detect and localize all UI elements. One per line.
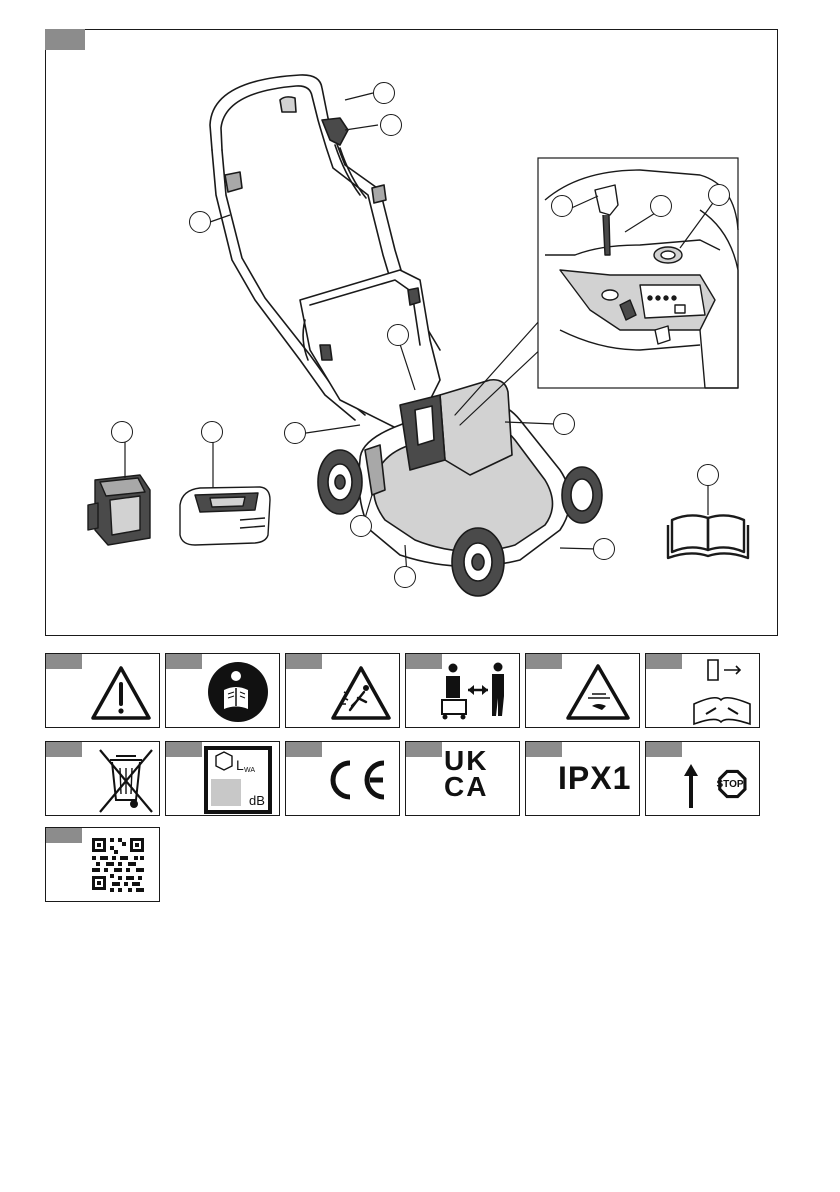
callout-handle	[189, 211, 211, 233]
ipx1-icon: IPX1	[558, 760, 631, 797]
symbol-ce	[285, 741, 400, 816]
callout-battery-pack	[111, 421, 133, 443]
battery-pack-illustration	[88, 475, 150, 545]
callout-safety-key	[551, 195, 573, 217]
symbol-read-manual	[165, 653, 280, 728]
stop-arrow-icon: STOP	[646, 742, 760, 816]
rear-right-wheel	[562, 467, 602, 523]
svg-text:dB: dB	[249, 793, 265, 808]
keep-bystanders-away-icon	[406, 654, 520, 728]
symbol-qr	[45, 827, 160, 902]
callout-battery-socket	[708, 184, 730, 206]
sound-power-icon: L WA dB	[166, 742, 280, 816]
callout-manual	[697, 464, 719, 486]
callout-wheel	[593, 538, 615, 560]
warning-triangle-icon	[46, 654, 160, 728]
read-manual-icon	[166, 654, 280, 728]
symbol-keep-distance	[405, 653, 520, 728]
symbol-ipx1: IPX1	[525, 741, 640, 816]
sharp-blades-icon	[526, 654, 640, 728]
start-lever	[322, 118, 348, 145]
symbol-stop: STOP	[645, 741, 760, 816]
operator-manual-illustration	[668, 515, 748, 558]
callout-key-slot	[650, 195, 672, 217]
battery-compartment-lid	[440, 380, 512, 475]
battery-charger-illustration	[180, 487, 270, 545]
symbol-sharp-blades	[525, 653, 640, 728]
symbol-sound-power: L WA dB	[165, 741, 280, 816]
lawnmower-illustration	[0, 0, 840, 640]
remove-key-maintenance-icon	[646, 654, 760, 728]
callout-grass-catcher	[387, 324, 409, 346]
callout-charger	[201, 421, 223, 443]
callout-battery-lid	[553, 413, 575, 435]
callout-lever-lock	[380, 114, 402, 136]
qr-code-icon	[46, 828, 160, 902]
symbol-ukca: UK CA	[405, 741, 520, 816]
ce-mark-icon	[286, 742, 400, 816]
callout-start-lever	[373, 82, 395, 104]
crossed-bin-icon	[46, 742, 160, 816]
ukca-mark-icon: UK CA	[444, 748, 488, 800]
svg-text:L: L	[236, 757, 244, 773]
callout-rear-handle	[284, 422, 306, 444]
callout-height-adjust	[350, 515, 372, 537]
svg-text:STOP: STOP	[716, 779, 743, 790]
front-left-wheel	[318, 450, 362, 514]
symbol-warning	[45, 653, 160, 728]
svg-text:WA: WA	[244, 767, 255, 774]
callout-cutting-deck	[394, 566, 416, 588]
symbol-maintenance	[645, 653, 760, 728]
thrown-objects-icon	[286, 654, 400, 728]
symbol-weee	[45, 741, 160, 816]
rear-left-wheel	[452, 528, 504, 596]
symbol-thrown-objects	[285, 653, 400, 728]
